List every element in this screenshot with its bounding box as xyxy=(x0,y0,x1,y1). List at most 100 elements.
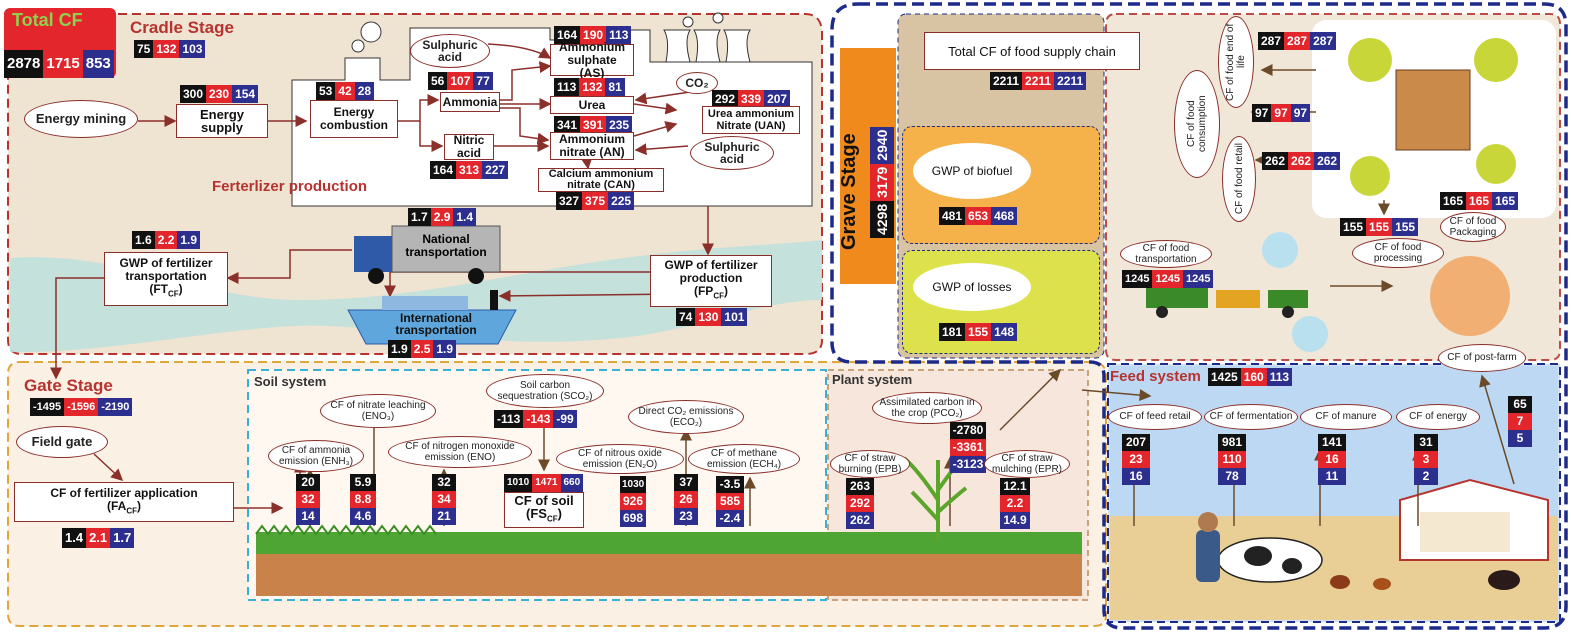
national-value-1: 1.7 xyxy=(408,208,431,226)
ft-symbol-sub: CF xyxy=(167,289,179,299)
ft-label: GWP of fertilizer transportation xyxy=(119,256,213,284)
international-label: International transportation xyxy=(395,311,477,337)
grass-strip xyxy=(256,532,1082,554)
feed-value-2: 160 xyxy=(1240,368,1267,386)
nitric-acid-value-3: 227 xyxy=(482,161,509,179)
end-of-life-label: CF of food end of life xyxy=(1225,23,1247,101)
retail-node: CF of food retail xyxy=(1222,136,1256,222)
transportation-value-2: 1245 xyxy=(1152,270,1183,288)
gate-values: -1495-1596-2190 xyxy=(30,398,133,416)
ech4-value-2: 585 xyxy=(716,493,744,510)
biofuel-value-1: 481 xyxy=(939,207,966,225)
gate-value-2: -1596 xyxy=(64,398,99,416)
grass-blades xyxy=(255,524,437,536)
sco2-values: -113-143-99 xyxy=(494,410,577,428)
fermentation-value-1: 981 xyxy=(1218,434,1246,451)
food-shelf-icon xyxy=(1395,69,1471,151)
end-of-life-node: CF of food end of life xyxy=(1218,16,1254,108)
eno3-node: CF of nitrate leaching (ENO₃) xyxy=(320,394,436,428)
biofuel-value-2: 653 xyxy=(965,207,992,225)
end-of-life-value-1: 287 xyxy=(1258,32,1285,50)
manure-node: CF of manure xyxy=(1300,404,1392,430)
epr-node: CF of straw mulching (EPR) xyxy=(984,450,1070,478)
nitric-acid-value-2: 313 xyxy=(456,161,483,179)
sco2-node: Soil carbon sequestration (SCO₂) xyxy=(486,374,604,408)
enh3-value-2: 32 xyxy=(296,491,320,508)
packaging-node: CF of food Packaging xyxy=(1440,212,1506,242)
energy-supply-value-1: 300 xyxy=(180,85,207,103)
feed-value-1: 1425 xyxy=(1208,368,1241,386)
energy-value-3: 2 xyxy=(1414,468,1438,485)
grave-value-2: 3179 xyxy=(870,163,894,201)
energy-combustion-value-1: 53 xyxy=(316,82,336,100)
cradle-value-3: 103 xyxy=(179,40,206,58)
consumption-node: CF of food consumption xyxy=(1174,70,1220,178)
sco2-value-2: -143 xyxy=(523,410,554,428)
en2o-value-1: 1030 xyxy=(620,476,646,493)
as-node: Ammonium sulphate (AS) xyxy=(550,40,634,79)
grave-title: Grave Stage xyxy=(838,133,860,250)
fp-value-2: 130 xyxy=(695,308,722,326)
can-value-2: 375 xyxy=(582,192,609,210)
total-chain-node: Total CF of food supply chain xyxy=(924,32,1140,70)
processing-node: CF of food processing xyxy=(1352,238,1444,268)
fermentation-value-3: 78 xyxy=(1218,468,1246,485)
fa-label: CF of fertilizer application xyxy=(50,485,198,500)
sco2-value-1: -113 xyxy=(494,410,524,428)
eco2-node: Direct CO₂ emissions (ECO₂) xyxy=(628,400,744,434)
ft-symbol-end: ) xyxy=(178,282,183,297)
as-value-1: 164 xyxy=(554,26,581,44)
urea-value-3: 81 xyxy=(605,78,625,96)
soil-strip xyxy=(256,554,1082,596)
cooling-towers xyxy=(663,29,751,63)
national-value-3: 1.4 xyxy=(453,208,477,226)
en2o-value-3: 698 xyxy=(620,510,646,527)
biofuel-label: GWP of biofuel xyxy=(913,143,1031,199)
feed-retail-value-1: 207 xyxy=(1122,434,1150,451)
eco2-value-1: 37 xyxy=(674,474,698,491)
fa-symbol-end: ) xyxy=(137,498,141,513)
ammonia-value-1: 56 xyxy=(428,72,448,90)
biofuel-value-3: 468 xyxy=(991,207,1018,225)
field-gate-node: Field gate xyxy=(16,426,108,458)
energy-node: CF of energy xyxy=(1396,404,1480,430)
packaging-value-2: 165 xyxy=(1466,192,1493,210)
fs-symbol-sub: CF xyxy=(546,514,558,524)
fs-value-2: 1471 xyxy=(532,474,561,492)
epr-value-1: 12.1 xyxy=(1000,478,1030,495)
chicken-icon xyxy=(1330,575,1350,589)
national-value-2: 2.9 xyxy=(430,208,454,226)
sco2-value-3: -99 xyxy=(553,410,577,428)
total-cf-value-3: 853 xyxy=(82,50,114,78)
fs-value-3: 660 xyxy=(560,474,584,492)
transportation-node: CF of food transportation xyxy=(1120,240,1212,268)
ammonia-value-2: 107 xyxy=(447,72,474,90)
shop-icon xyxy=(1474,38,1518,82)
national-label: National transportation xyxy=(405,232,487,259)
fermentation-value-2: 110 xyxy=(1218,451,1246,468)
total-chain-value-1: 2211 xyxy=(990,72,1023,90)
energy-value-2: 3 xyxy=(1414,451,1438,468)
cradle-value-2: 132 xyxy=(153,40,180,58)
en2o-node: CF of nitrous oxide emission (EN₂O) xyxy=(556,444,684,474)
feed-post-value-2: 7 xyxy=(1508,413,1532,430)
retail-value-3: 262 xyxy=(1314,152,1341,170)
pco2-values: -2780-3361-3123 xyxy=(950,422,986,473)
